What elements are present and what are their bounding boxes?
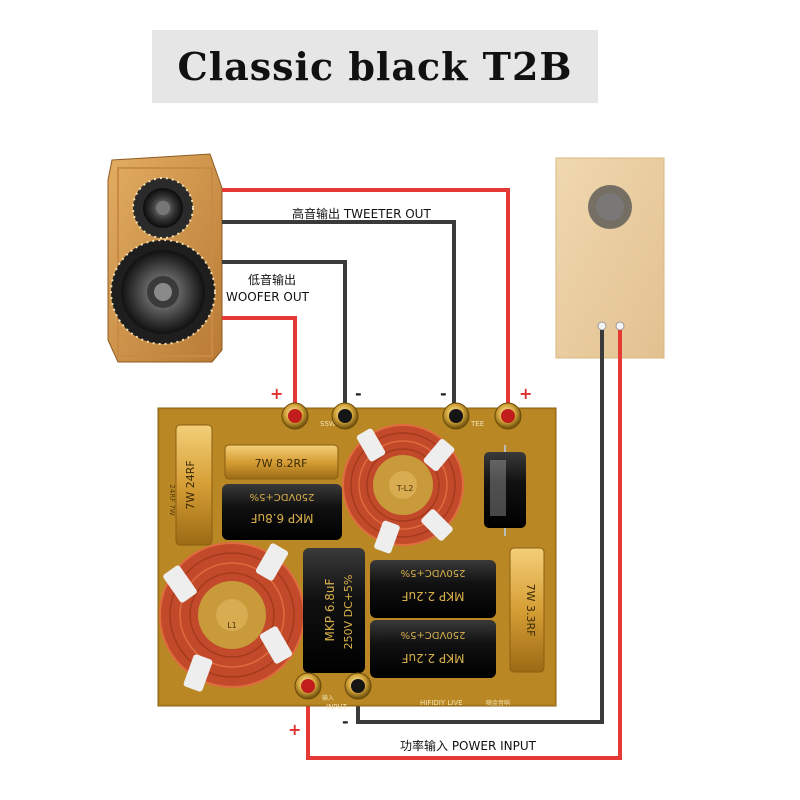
tweeter-silk: TEE: [470, 420, 484, 428]
title-banner: Classic black T2B: [152, 30, 598, 103]
woofer-plus-wire: [222, 316, 297, 410]
input-plus-wire: [306, 330, 622, 760]
resistor-right: 7W 3.3RF: [509, 547, 545, 673]
cap-top-line2-text: MKP 6.8uF: [250, 511, 313, 525]
wires: [222, 188, 622, 760]
left-speaker: [107, 153, 223, 363]
cap-right2-line2-text: MKP 2.2uF: [401, 651, 464, 665]
page-title: Classic black T2B: [177, 44, 573, 89]
coil-top: T-L2: [342, 424, 464, 554]
capacitor-center: MKP 6.8uF 250V DC+5%: [303, 548, 365, 673]
coil-bottom: L1: [159, 542, 305, 692]
tweeter-minus-wire: [222, 220, 456, 410]
input-minus-sign: -: [342, 712, 349, 731]
right-speaker-back: [555, 157, 665, 359]
cap-right1-line2-text: MKP 2.2uF: [401, 589, 464, 603]
ssw-silk: SSW: [320, 420, 336, 428]
capacitor-top: 250VDC+5% MKP 6.8uF: [222, 484, 342, 540]
tweeter-plus-wire: [222, 188, 510, 410]
capacitor-right-2: 250VDC+5% MKP 2.2uF: [370, 620, 496, 678]
brand-cn-silk: 随金音响: [486, 699, 510, 707]
coil-bottom-text: L1: [227, 621, 237, 630]
terminal-tweeter-plus: [494, 402, 522, 430]
tweeter-plus-sign: +: [519, 384, 533, 403]
cap-top-line1-text: 250VDC+5%: [250, 491, 315, 502]
capacitor-small-right: [484, 445, 526, 536]
cap-center-line1-text: MKP 6.8uF: [323, 578, 337, 641]
terminal-tweeter-minus: [442, 402, 470, 430]
terminal-input-minus: [344, 672, 372, 700]
cap-right1-line1-text: 250VDC+5%: [401, 567, 466, 578]
crossover-pcb: 7W 24RF 24RF 7W 7W 8.2RF 250VDC+5% MKP 6…: [157, 402, 557, 711]
brand-silk: HIFIDIY LIVE: [420, 699, 463, 707]
tweeter-minus-sign: -: [440, 384, 447, 403]
resistor-left: 7W 24RF 24RF 7W: [168, 424, 213, 546]
resistor-left-text: 7W 24RF: [184, 460, 197, 509]
woofer-out-label-cn: 低音输出: [248, 273, 297, 287]
capacitor-right-1: 250VDC+5% MKP 2.2uF: [370, 560, 496, 618]
resistor-top: 7W 8.2RF: [224, 444, 339, 480]
coil-top-text: T-L2: [396, 484, 414, 493]
cap-right2-line1-text: 250VDC+5%: [401, 629, 466, 640]
woofer-plus-sign: +: [270, 384, 284, 403]
input-cn-silk: 输入: [322, 694, 334, 702]
terminal-input-plus: [294, 672, 322, 700]
woofer-out-label-en: WOOFER OUT: [226, 290, 309, 304]
woofer-minus-wire: [222, 260, 347, 410]
terminal-woofer-plus: [281, 402, 309, 430]
power-input-label: 功率输入 POWER INPUT: [400, 739, 536, 753]
input-silk: INPUT: [326, 703, 348, 711]
terminal-woofer-minus: [331, 402, 359, 430]
tweeter-out-label: 高音输出 TWEETER OUT: [292, 207, 431, 221]
input-plus-sign: +: [288, 720, 302, 739]
woofer-minus-sign: -: [355, 384, 362, 403]
cap-center-line2-text: 250V DC+5%: [342, 575, 355, 650]
resistor-left-small-text: 24RF 7W: [168, 484, 176, 515]
resistor-right-text: 7W 3.3RF: [524, 584, 537, 637]
resistor-top-text: 7W 8.2RF: [255, 457, 308, 470]
